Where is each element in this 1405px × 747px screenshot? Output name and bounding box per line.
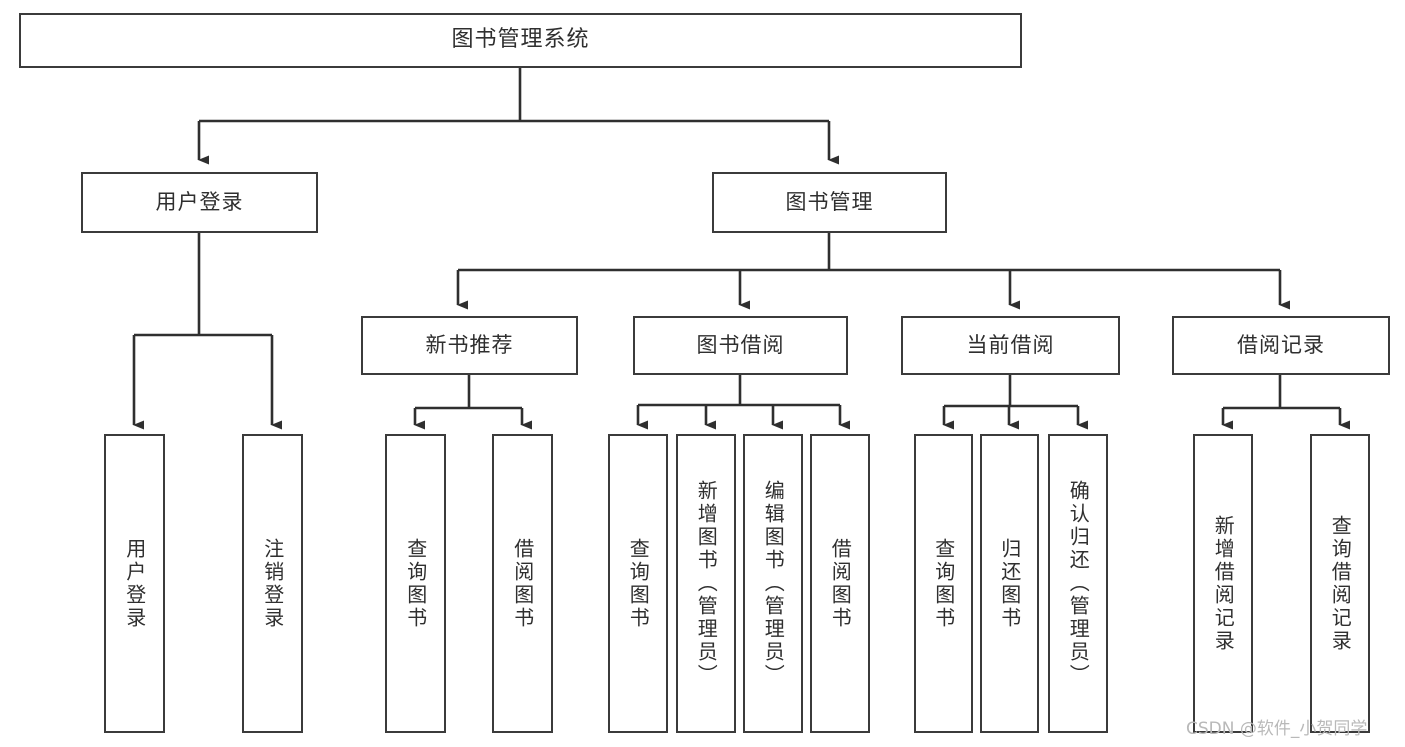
leaf-book-borrow-add[interactable]: 新增图书（管理员） — [676, 434, 736, 733]
leaf-book-borrow-borrow[interactable]: 借阅图书 — [810, 434, 870, 733]
node-label: 确认归还（管理员） — [1066, 480, 1091, 687]
node-book-borrow[interactable]: 图书借阅 — [633, 316, 848, 375]
leaf-book-borrow-edit[interactable]: 编辑图书（管理员） — [743, 434, 803, 733]
node-label: 用户登录 — [122, 537, 147, 630]
node-label: 注销登录 — [260, 537, 285, 630]
node-new-book-recommend[interactable]: 新书推荐 — [361, 316, 578, 375]
node-label: 新增图书（管理员） — [694, 480, 719, 687]
node-label: 当前借阅 — [966, 332, 1055, 357]
leaf-current-borrow-query[interactable]: 查询图书 — [914, 434, 973, 733]
node-label: 查询图书 — [931, 537, 956, 630]
leaf-current-borrow-confirm-return[interactable]: 确认归还（管理员） — [1048, 434, 1108, 733]
node-label: 借阅图书 — [510, 537, 535, 630]
node-label: 借阅图书 — [828, 537, 853, 630]
leaf-user-login-logout[interactable]: 注销登录 — [242, 434, 303, 733]
leaf-book-borrow-query[interactable]: 查询图书 — [608, 434, 668, 733]
node-label: 图书管理系统 — [451, 27, 590, 53]
leaf-new-book-borrow[interactable]: 借阅图书 — [492, 434, 553, 733]
node-borrow-record[interactable]: 借阅记录 — [1172, 316, 1390, 375]
node-root-system[interactable]: 图书管理系统 — [19, 13, 1022, 68]
node-label: 图书借阅 — [696, 332, 785, 357]
node-label: 查询借阅记录 — [1328, 514, 1353, 653]
node-user-login[interactable]: 用户登录 — [81, 172, 318, 233]
node-current-borrow[interactable]: 当前借阅 — [901, 316, 1120, 375]
node-book-management[interactable]: 图书管理 — [712, 172, 947, 233]
leaf-new-book-query[interactable]: 查询图书 — [385, 434, 446, 733]
csdn-watermark: CSDN @软件_小贺同学 — [1186, 719, 1368, 739]
node-label: 用户登录 — [155, 189, 244, 214]
node-label: 查询图书 — [626, 537, 651, 630]
node-label: 编辑图书（管理员） — [761, 480, 786, 687]
node-label: 归还图书 — [997, 537, 1022, 630]
node-label: 图书管理 — [785, 189, 874, 214]
node-label: 新书推荐 — [425, 332, 514, 357]
leaf-borrow-record-query[interactable]: 查询借阅记录 — [1310, 434, 1370, 733]
leaf-user-login-login[interactable]: 用户登录 — [104, 434, 165, 733]
node-label: 查询图书 — [403, 537, 428, 630]
leaf-borrow-record-add[interactable]: 新增借阅记录 — [1193, 434, 1253, 733]
node-label: 新增借阅记录 — [1211, 514, 1236, 653]
node-label: 借阅记录 — [1237, 332, 1325, 357]
leaf-current-borrow-return[interactable]: 归还图书 — [980, 434, 1039, 733]
